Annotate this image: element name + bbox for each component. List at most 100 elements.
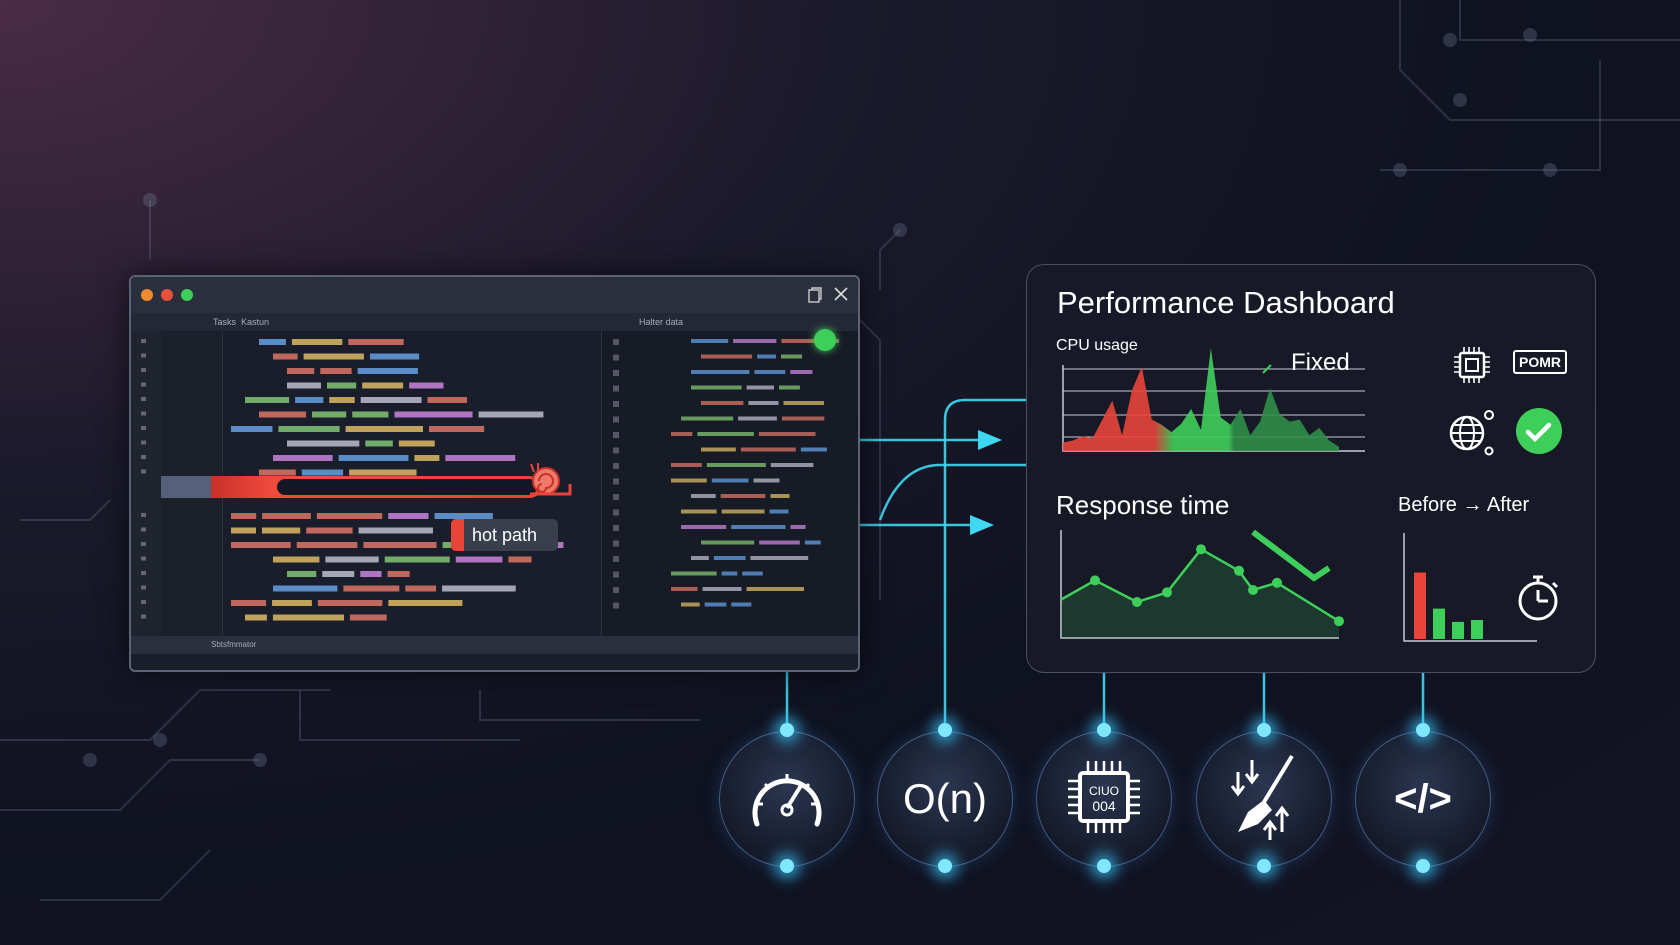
close-icon[interactable] — [834, 287, 848, 301]
dashboard-title: Performance Dashboard — [1057, 285, 1395, 320]
code-token — [681, 416, 734, 421]
code-token — [272, 600, 312, 606]
file-icon — [613, 339, 619, 345]
copy-icon[interactable] — [808, 287, 822, 303]
code-token — [671, 571, 717, 576]
line-number — [141, 455, 146, 459]
code-token — [326, 382, 357, 389]
code-token — [770, 463, 814, 467]
response-point — [1272, 577, 1282, 588]
code-token — [780, 354, 803, 359]
before-after-chart — [1403, 533, 1537, 642]
line-number — [141, 527, 146, 532]
response-point — [1090, 575, 1100, 586]
code-token — [273, 585, 338, 592]
code-token — [740, 447, 796, 452]
circuit-trace — [1399, 0, 1680, 121]
code-token — [711, 478, 749, 483]
code-token — [733, 339, 777, 343]
code-token — [758, 432, 816, 436]
code-icon: </> — [1394, 776, 1452, 821]
line-number — [141, 542, 146, 546]
tab-kastun[interactable]: Kastun — [241, 317, 270, 327]
feature-big-o[interactable]: O(n) — [877, 731, 1013, 867]
code-token — [231, 542, 291, 548]
file-icon — [613, 509, 619, 516]
circuit-node — [1523, 28, 1537, 42]
code-token — [702, 587, 742, 591]
code-token — [272, 614, 344, 621]
feature-broom-cleanup[interactable] — [1196, 731, 1332, 867]
feature-speedometer[interactable] — [719, 731, 855, 867]
stopwatch-icon — [1518, 575, 1559, 621]
line-number — [141, 353, 146, 358]
line-number — [141, 585, 146, 590]
feature-code[interactable]: </> — [1355, 731, 1491, 867]
code-token — [394, 411, 473, 418]
code-token — [295, 397, 324, 403]
svg-text:CIUO: CIUO — [1089, 784, 1119, 798]
code-token — [427, 397, 468, 403]
code-token — [259, 411, 307, 418]
minimize-dot[interactable] — [141, 289, 153, 301]
fixed-annotation: Fixed — [1291, 349, 1350, 376]
code-token — [445, 455, 516, 461]
circuit-trace — [0, 689, 330, 741]
response-point — [1234, 565, 1244, 576]
circuit-node — [893, 223, 907, 237]
circuit-node — [1393, 163, 1407, 177]
code-token — [398, 440, 435, 447]
circuit-trace — [20, 499, 111, 521]
code-token — [360, 571, 382, 577]
code-token — [414, 455, 440, 461]
activity-bar — [131, 331, 161, 636]
file-icon — [613, 540, 619, 547]
fixed-pointer — [1262, 364, 1272, 374]
circuit-node — [83, 753, 97, 767]
code-token — [322, 571, 355, 577]
line-number — [141, 469, 146, 474]
maximize-dot[interactable] — [181, 289, 193, 301]
hot-path-highlight — [161, 476, 541, 498]
close-dot[interactable] — [161, 289, 173, 301]
code-token — [365, 440, 393, 447]
status-bar: Sbtsfmmator — [131, 636, 858, 654]
line-number — [141, 556, 146, 561]
code-token — [291, 339, 343, 345]
tab-tasks[interactable]: Tasks — [213, 317, 237, 327]
code-token — [706, 463, 766, 467]
snail-icon — [530, 463, 572, 496]
trend-down-icon — [1251, 530, 1331, 582]
code-token — [770, 494, 790, 498]
circuit-node — [153, 733, 167, 747]
code-token — [691, 370, 750, 374]
circuit-trace — [1380, 60, 1601, 171]
ram-icon: POMR — [1513, 350, 1567, 374]
code-token — [671, 587, 698, 591]
circuit-trace — [879, 229, 901, 290]
code-token — [317, 600, 383, 606]
circuit-trace — [1459, 0, 1680, 41]
response-point — [1196, 544, 1206, 555]
code-token — [231, 426, 273, 432]
line-number — [141, 426, 146, 430]
code-token — [671, 432, 693, 436]
big-o-icon: O(n) — [903, 775, 987, 822]
code-token — [343, 585, 400, 592]
code-token — [748, 401, 779, 405]
code-token — [701, 447, 736, 452]
broom-cleanup-icon — [1224, 752, 1304, 847]
file-icon — [613, 354, 619, 361]
code-token — [691, 556, 709, 560]
arrow-icon — [978, 430, 1002, 450]
code-token — [671, 478, 707, 483]
line-number — [141, 513, 146, 517]
code-token — [790, 525, 806, 529]
line-number — [141, 440, 146, 445]
code-token — [790, 370, 813, 374]
code-token — [704, 602, 727, 607]
code-token — [357, 368, 418, 374]
code-token — [273, 556, 320, 563]
